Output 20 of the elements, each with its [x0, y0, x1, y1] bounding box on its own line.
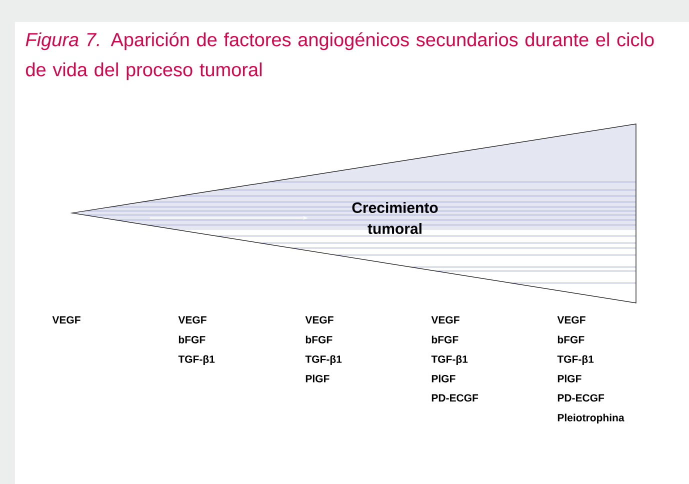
factor-label: TGF-β1: [305, 355, 342, 365]
factor-label: VEGF: [431, 316, 460, 324]
factor-label: VEGF: [178, 316, 206, 324]
factor-label: bFGF: [178, 336, 206, 344]
factor-label: bFGF: [558, 336, 584, 344]
figure-title: Figura 7. Aparición de factores angiogénicos secundarios durante el ciclo de vida del proceso tumoral: [26, 32, 654, 80]
factor-label: VEGF: [52, 316, 80, 324]
factor-label: PlGF: [432, 374, 456, 382]
factor-label: TGF-β1: [178, 355, 215, 365]
factor-label: TGF-β1: [557, 355, 594, 365]
factor-label: PD-ECGF: [432, 394, 478, 402]
factor-label: VEGF: [557, 316, 586, 324]
factor-label: PlGF: [306, 374, 330, 382]
factor-label: bFGF: [432, 336, 458, 344]
factor-label: VEGF: [305, 316, 334, 324]
factor-label: PlGF: [558, 374, 582, 382]
factor-label: bFGF: [306, 336, 332, 344]
factor-label: Pleiotrophina: [558, 414, 624, 424]
factor-label: PD-ECGF: [558, 394, 604, 402]
factor-label: TGF-β1: [431, 355, 468, 365]
